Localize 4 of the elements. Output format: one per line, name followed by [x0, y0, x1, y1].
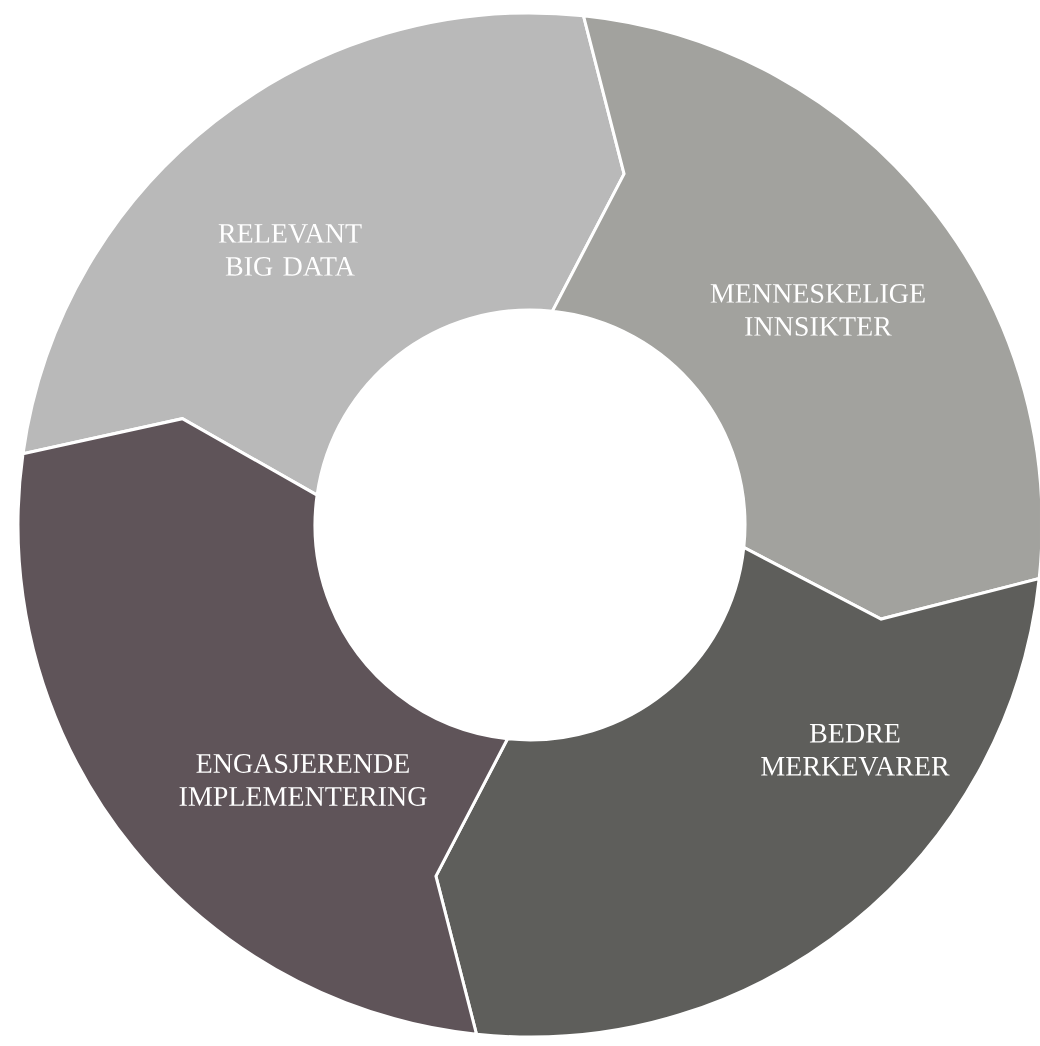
arrow-segment: BEDRE MERKEVARER — [434, 545, 1040, 1039]
arrow-segment: RELEVANT BIG DATA — [21, 11, 626, 497]
arrow-segment: MENNESKELIGE INNSIKTER — [550, 14, 1040, 621]
arrow-segment: ENGASJERENDE IMPLEMENTERING — [16, 417, 510, 1036]
